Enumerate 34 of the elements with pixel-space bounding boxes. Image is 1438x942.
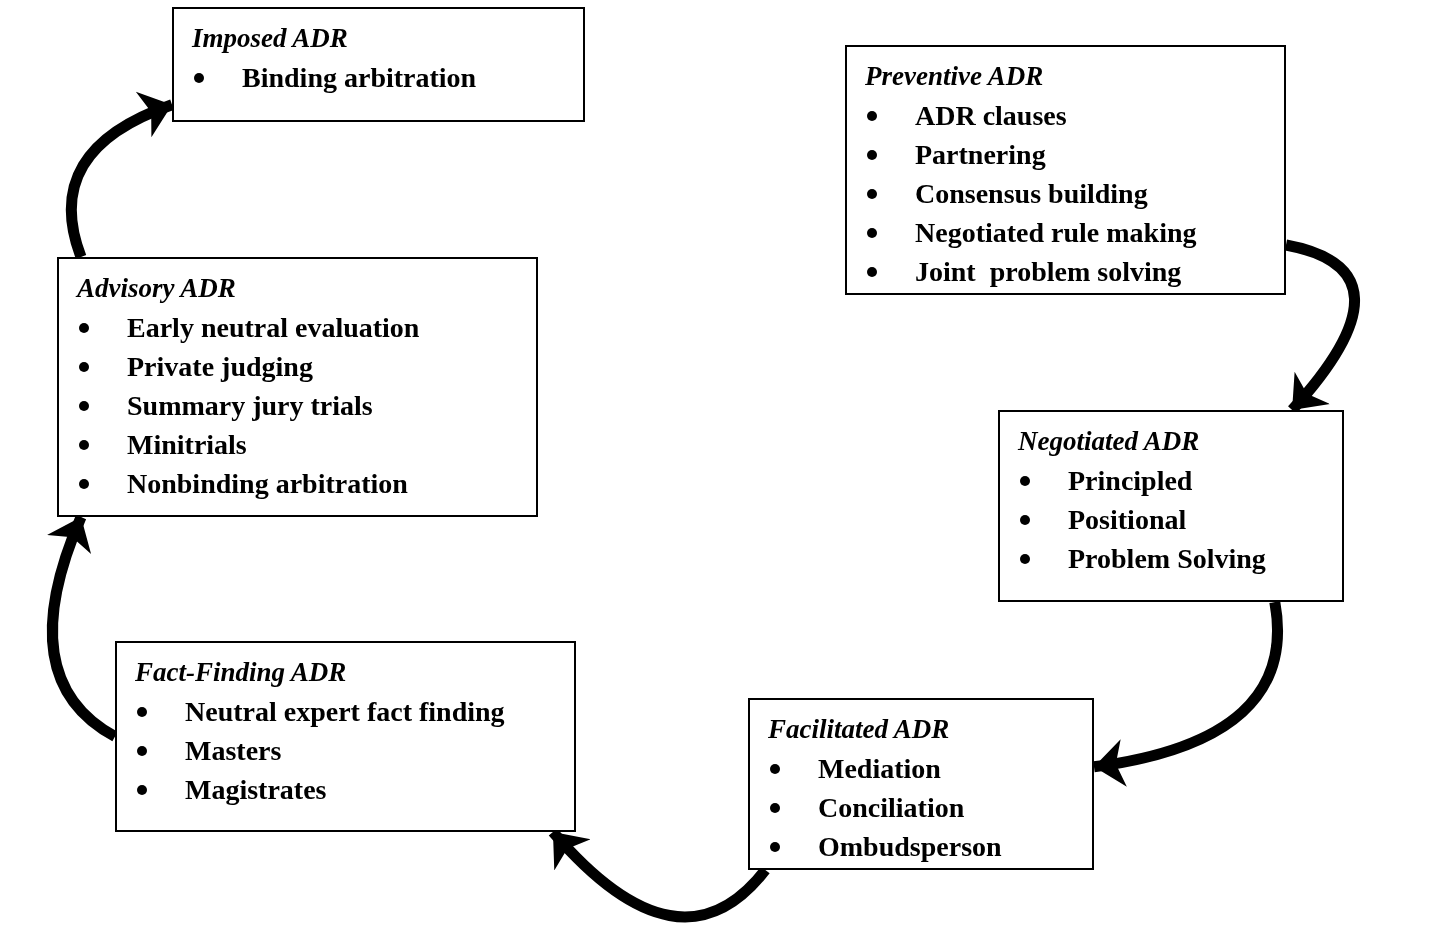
category-heading: Facilitated ADR [768, 713, 951, 746]
category-box [172, 7, 585, 122]
category-heading: Negotiated ADR [1018, 425, 1201, 458]
list-item: Ombudsperson [818, 831, 1002, 862]
list-item: Problem Solving [1068, 543, 1266, 574]
category-box [115, 641, 576, 832]
category-box [57, 257, 538, 517]
list-item: Negotiated rule making [915, 217, 1197, 248]
category-heading: Fact-Finding ADR [135, 656, 348, 689]
curved-arrow [1093, 601, 1283, 786]
list-item: Masters [185, 735, 282, 766]
list-item: Principled [1068, 465, 1193, 496]
list-item: Neutral expert fact finding [185, 696, 505, 727]
list-item: Summary jury trials [127, 390, 373, 421]
list-item: Mediation [818, 753, 941, 784]
list-item: Joint problem solving [915, 256, 1182, 287]
list-item: ADR clauses [915, 100, 1067, 131]
list-item: Binding arbitration [242, 62, 477, 93]
list-item: Nonbinding arbitration [127, 468, 408, 499]
curved-arrow [65, 93, 174, 259]
category-box [998, 410, 1344, 602]
list-item: Positional [1068, 504, 1187, 535]
list-item: Conciliation [818, 792, 965, 823]
category-heading: Preventive ADR [865, 60, 1045, 93]
category-box [845, 45, 1286, 295]
list-item: Partnering [915, 139, 1046, 170]
list-item: Consensus building [915, 178, 1148, 209]
list-item: Early neutral evaluation [127, 312, 420, 343]
category-box [748, 698, 1094, 870]
list-item: Private judging [127, 351, 313, 382]
category-heading: Imposed ADR [192, 22, 349, 55]
list-item: Minitrials [127, 429, 247, 460]
category-heading: Advisory ADR [77, 272, 237, 305]
list-item: Magistrates [185, 774, 327, 805]
